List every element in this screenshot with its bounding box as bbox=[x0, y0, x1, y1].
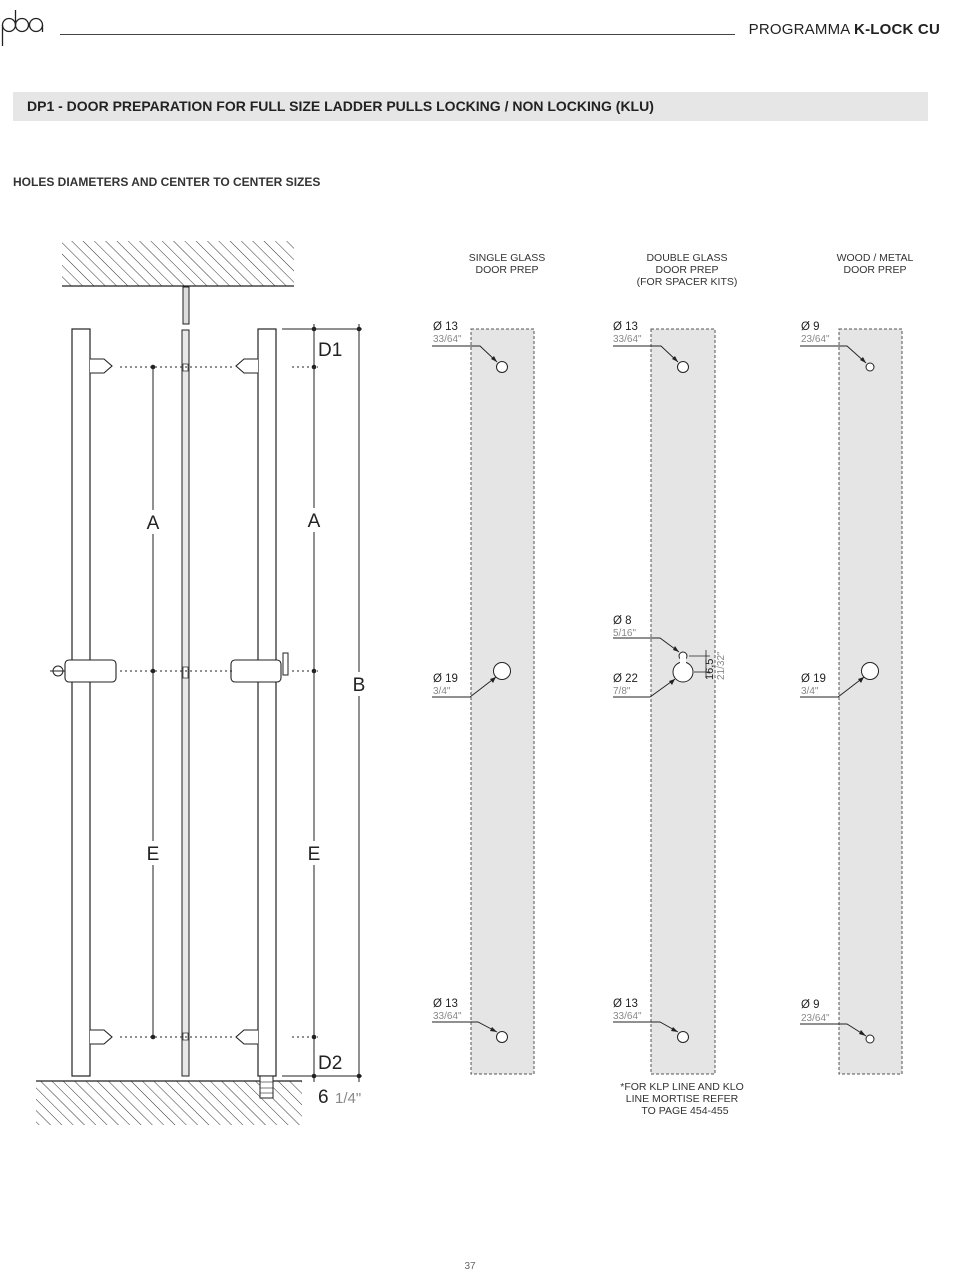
col1-bot-in: 33/64" bbox=[433, 1011, 462, 1022]
wood-metal-column: WOOD / METAL DOOR PREP Ø 9 23/64" Ø 19 3… bbox=[800, 252, 914, 1075]
col1-strip bbox=[470, 328, 535, 1075]
col2-mid-mm: Ø 22 bbox=[613, 673, 638, 685]
col1-top-mm: Ø 13 bbox=[433, 321, 458, 333]
col3-bot-in: 23/64" bbox=[801, 1013, 830, 1024]
floor-hatch bbox=[36, 1081, 302, 1125]
program-title: PROGRAMMA K-LOCK CU bbox=[749, 21, 940, 38]
single-glass-column: SINGLE GLASS DOOR PREP Ø 13 33/64" Ø 19 … bbox=[432, 252, 545, 1075]
col2-top-in: 33/64" bbox=[613, 334, 642, 345]
label-b: B bbox=[353, 675, 366, 696]
double-glass-column: DOUBLE GLASS DOOR PREP (FOR SPACER KITS)… bbox=[613, 252, 744, 1117]
label-a-left: A bbox=[147, 513, 160, 534]
label-a-right: A bbox=[308, 511, 321, 532]
col1-heading-1: SINGLE GLASS bbox=[469, 252, 545, 264]
right-pull-bar bbox=[257, 328, 277, 1077]
section-subtitle: HOLES DIAMETERS AND CENTER TO CENTER SIZ… bbox=[13, 175, 321, 189]
section-title: DP1 - DOOR PREPARATION FOR FULL SIZE LAD… bbox=[27, 98, 654, 114]
col3-heading-2: DOOR PREP bbox=[843, 264, 906, 276]
col1-bot-mm: Ø 13 bbox=[433, 998, 458, 1010]
col2-strip bbox=[650, 328, 716, 1075]
col3-bot-mm: Ø 9 bbox=[801, 999, 820, 1011]
col2-note-1: *FOR KLP LINE AND KLO bbox=[620, 1081, 744, 1093]
floor-gap-mm: 6 bbox=[318, 1087, 329, 1108]
col2-offset-in: 21/32" bbox=[716, 651, 727, 680]
col1-mid-mm: Ø 19 bbox=[433, 673, 458, 685]
page-number: 37 bbox=[464, 1261, 476, 1272]
col3-top-in: 23/64" bbox=[801, 334, 830, 345]
col2-small-in: 5/16" bbox=[613, 628, 636, 639]
program-prefix: PROGRAMMA bbox=[748, 21, 850, 38]
glass-panel bbox=[181, 329, 190, 1077]
col2-heading-1: DOUBLE GLASS bbox=[646, 252, 727, 264]
program-name: K-LOCK CU bbox=[854, 21, 940, 38]
elevation-drawing: A E A E D1 D2 B 6 1/4" bbox=[36, 241, 369, 1125]
header-rule bbox=[60, 34, 735, 35]
left-pull-bar bbox=[71, 328, 91, 1077]
col2-offset-mm: 16,5 bbox=[704, 659, 716, 680]
col2-mid-in: 7/8" bbox=[613, 686, 631, 697]
col2-top-mm: Ø 13 bbox=[613, 321, 638, 333]
col2-small-mm: Ø 8 bbox=[613, 615, 632, 627]
col1-mid-in: 3/4" bbox=[433, 686, 451, 697]
col2-heading-3: (FOR SPACER KITS) bbox=[637, 276, 738, 288]
label-e-right: E bbox=[308, 844, 321, 865]
pba-logo bbox=[1, 10, 44, 46]
col1-top-in: 33/64" bbox=[433, 334, 462, 345]
section-title-bar: DP1 - DOOR PREPARATION FOR FULL SIZE LAD… bbox=[13, 92, 928, 121]
col2-bot-mm: Ø 13 bbox=[613, 998, 638, 1010]
col1-heading-2: DOOR PREP bbox=[475, 264, 538, 276]
label-e-left: E bbox=[147, 844, 160, 865]
col3-heading-1: WOOD / METAL bbox=[837, 252, 914, 264]
ceiling-hatch bbox=[62, 241, 294, 286]
col2-note-3: TO PAGE 454-455 bbox=[641, 1105, 728, 1117]
col2-heading-2: DOOR PREP bbox=[655, 264, 718, 276]
col3-mid-mm: Ø 19 bbox=[801, 673, 826, 685]
floor-gap-in: 1/4" bbox=[335, 1090, 361, 1107]
col3-strip bbox=[838, 328, 903, 1075]
col2-note-2: LINE MORTISE REFER bbox=[626, 1093, 739, 1105]
col2-bot-in: 33/64" bbox=[613, 1011, 642, 1022]
col3-mid-in: 3/4" bbox=[801, 686, 819, 697]
label-d2: D2 bbox=[318, 1053, 342, 1074]
label-d1: D1 bbox=[318, 340, 342, 361]
col3-top-mm: Ø 9 bbox=[801, 321, 820, 333]
